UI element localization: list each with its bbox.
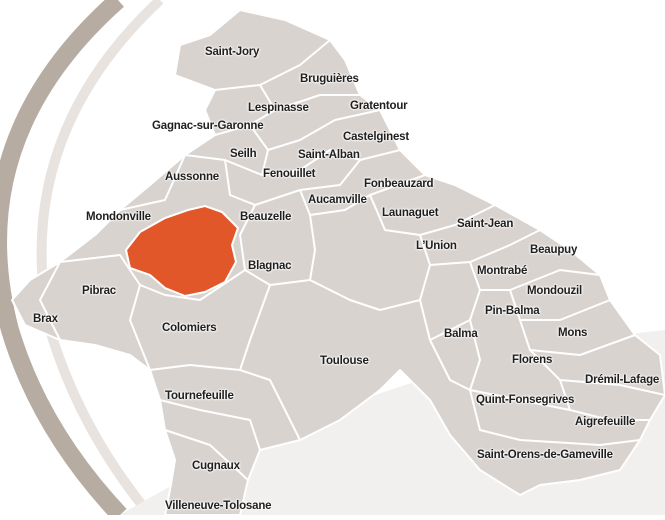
label-florens[interactable]: Florens bbox=[512, 354, 553, 366]
label-toulouse[interactable]: Toulouse bbox=[320, 355, 369, 367]
label-saint-alban[interactable]: Saint-Alban bbox=[298, 149, 360, 161]
label-lespinasse[interactable]: Lespinasse bbox=[248, 102, 309, 114]
label-quint-fonsegrives[interactable]: Quint-Fonsegrives bbox=[476, 394, 575, 406]
highlighted-municipality-shape[interactable] bbox=[124, 204, 240, 298]
label-launaguet[interactable]: Launaguet bbox=[382, 207, 439, 219]
label-cugnaux[interactable]: Cugnaux bbox=[192, 460, 240, 472]
label-gagnac-sur-garonne[interactable]: Gagnac-sur-Garonne bbox=[152, 120, 264, 132]
label-colomiers[interactable]: Colomiers bbox=[162, 322, 217, 334]
label-fonbeauzard[interactable]: Fonbeauzard bbox=[364, 178, 434, 190]
label-bruguieres[interactable]: Bruguières bbox=[300, 73, 359, 85]
label-saint-jory[interactable]: Saint-Jory bbox=[205, 46, 260, 58]
label-aussonne[interactable]: Aussonne bbox=[165, 171, 219, 183]
label-saint-jean[interactable]: Saint-Jean bbox=[457, 218, 514, 230]
label-blagnac[interactable]: Blagnac bbox=[248, 260, 292, 272]
label-pibrac[interactable]: Pibrac bbox=[82, 285, 116, 297]
label-saint-orens-de-gameville[interactable]: Saint-Orens-de-Gameville bbox=[477, 449, 613, 461]
label-lunion[interactable]: L’Union bbox=[416, 240, 457, 252]
label-dremil-lafage[interactable]: Drémil-Lafage bbox=[585, 374, 660, 386]
municipality-borders bbox=[39, 39, 665, 481]
label-castelginest[interactable]: Castelginest bbox=[343, 131, 409, 143]
label-brax[interactable]: Brax bbox=[33, 313, 58, 325]
label-villeneuve-tolosane[interactable]: Villeneuve-Tolosane bbox=[165, 500, 272, 512]
label-pin-balma[interactable]: Pin-Balma bbox=[485, 305, 540, 317]
label-gratentour[interactable]: Gratentour bbox=[350, 100, 408, 112]
label-mondouzil[interactable]: Mondouzil bbox=[527, 285, 583, 297]
label-beaupuy[interactable]: Beaupuy bbox=[530, 244, 578, 256]
label-aigrefeuille[interactable]: Aigrefeuille bbox=[575, 416, 636, 428]
label-balma[interactable]: Balma bbox=[444, 328, 478, 340]
label-montrabe[interactable]: Montrabé bbox=[477, 265, 528, 277]
background-arc-outer bbox=[0, 0, 127, 520]
label-beauzelle[interactable]: Beauzelle bbox=[240, 211, 292, 223]
label-aucamville[interactable]: Aucamville bbox=[308, 194, 367, 206]
label-tournefeuille[interactable]: Tournefeuille bbox=[165, 390, 234, 402]
label-seilh[interactable]: Seilh bbox=[230, 148, 257, 160]
label-mondonville[interactable]: Mondonville bbox=[86, 211, 151, 223]
label-mons[interactable]: Mons bbox=[558, 327, 588, 339]
label-fenouillet[interactable]: Fenouillet bbox=[263, 168, 316, 180]
